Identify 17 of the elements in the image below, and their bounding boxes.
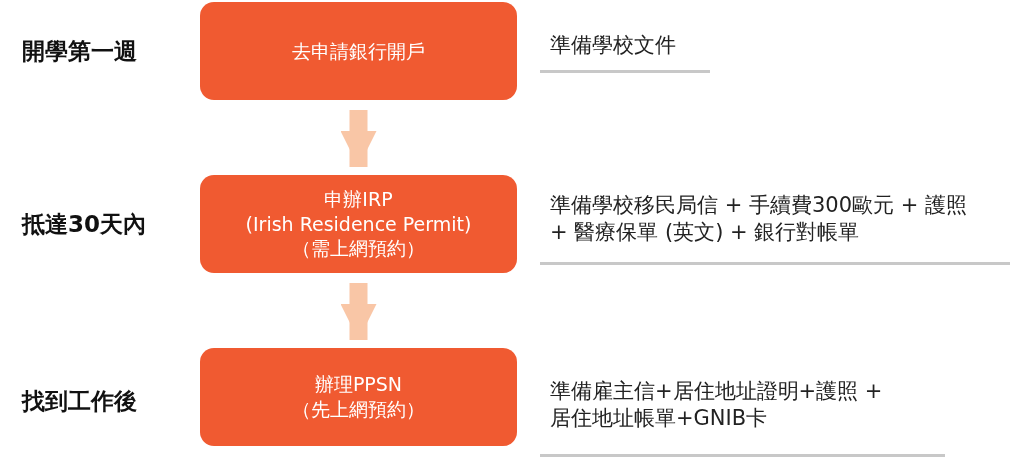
- stage-label: 開學第一週: [22, 37, 137, 66]
- box-text: 去申請銀行開戶: [292, 38, 425, 64]
- note-text: 準備學校移民局信 + 手續費300歐元 + 護照 + 醫療保單 (英文) + 銀行對帳單: [550, 192, 968, 247]
- box-text: (Irish Residence Permit): [245, 211, 472, 237]
- stage-label: 抵達30天內: [22, 210, 146, 239]
- arrow: [340, 283, 377, 340]
- note-text: 準備學校文件: [550, 32, 677, 59]
- arrow: [340, 110, 377, 167]
- process-box: [200, 2, 517, 100]
- box-text: 申辦IRP: [324, 186, 393, 212]
- box-text: （需上網預約）: [292, 236, 425, 262]
- process-box: [200, 348, 517, 446]
- box-text: （先上網預約）: [292, 397, 425, 422]
- box-text: 辦理PPSN: [314, 372, 403, 397]
- process-box: [200, 175, 517, 273]
- stage-label: 找到工作後: [22, 387, 137, 416]
- note-text: 準備雇主信+居住地址證明+護照 + 居住地址帳單+GNIB卡: [550, 378, 884, 433]
